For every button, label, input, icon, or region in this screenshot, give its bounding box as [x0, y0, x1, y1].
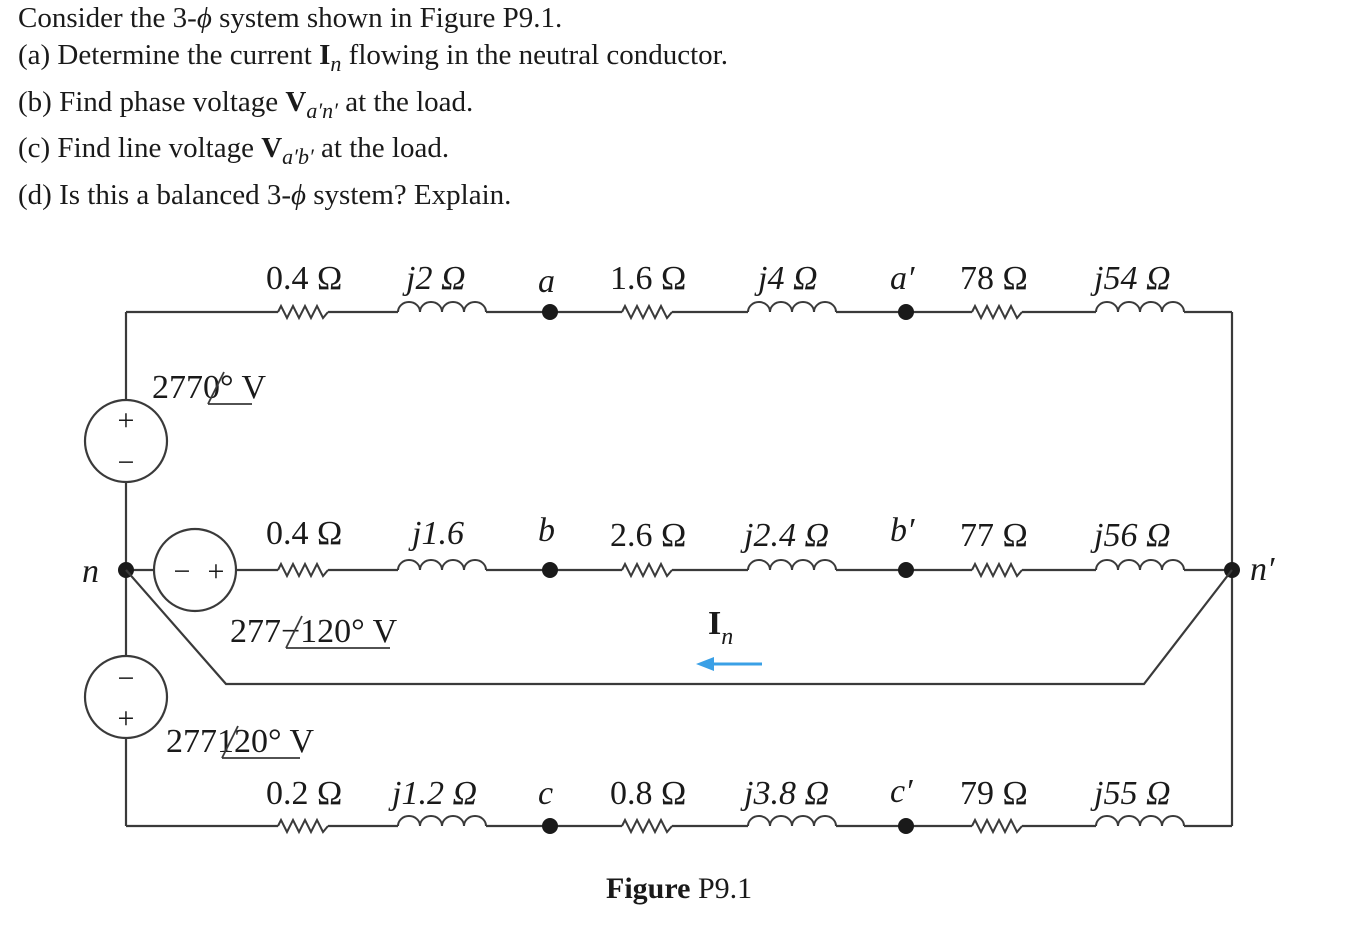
node-c-dot — [542, 818, 558, 834]
node-b-dot — [542, 562, 558, 578]
row-b-line-x-label: j2.4 Ω — [740, 517, 829, 554]
node-a-dot — [542, 304, 558, 320]
row-b-source-r-label: 0.4 Ω — [266, 515, 342, 552]
node-a-prime-dot — [898, 304, 914, 320]
source-c-plus: + — [118, 702, 135, 735]
row-c-line-x-label: j3.8 Ω — [740, 775, 829, 812]
row-a-line-x-label: j4 Ω — [754, 260, 818, 297]
row-b-load-node-label: b′ — [890, 512, 915, 549]
row-a-load-node-label: a′ — [890, 260, 915, 297]
source-c-minus: − — [118, 662, 135, 695]
row-c-load-x-label: j55 Ω — [1090, 775, 1171, 812]
voltage-source-c: − + — [83, 654, 169, 740]
row-a-node-label: a — [538, 263, 555, 300]
row-b-line-r-label: 2.6 Ω — [610, 517, 686, 554]
source-c-voltage-label: 277120° V — [166, 723, 314, 760]
source-a-plus: + — [118, 404, 135, 437]
node-b-prime-dot — [898, 562, 914, 578]
row-b-load-r-label: 77 Ω — [960, 517, 1028, 554]
neutral-current-label: In — [708, 605, 733, 650]
row-a-source-r-label: 0.4 Ω — [266, 260, 342, 297]
row-c-wiring — [126, 815, 1232, 834]
row-b-node-label: b — [538, 512, 555, 549]
row-a-load-x-label: j54 Ω — [1090, 260, 1171, 297]
node-c-prime-dot — [898, 818, 914, 834]
neutral-source-label: n — [82, 553, 99, 590]
row-c-load-r-label: 79 Ω — [960, 775, 1028, 812]
source-b-angle-symbol — [285, 615, 390, 649]
neutral-load-label: n′ — [1250, 551, 1275, 588]
source-c-angle-symbol — [221, 725, 300, 759]
row-c-source-x-label: j1.2 Ω — [388, 775, 477, 812]
problem-part-b: (b) Find phase voltage Va′n′ at the load… — [18, 86, 474, 123]
row-a-load-r-label: 78 Ω — [960, 260, 1028, 297]
row-a-line-r-label: 1.6 Ω — [610, 260, 686, 297]
source-a-angle: 0° — [203, 369, 234, 406]
problem-part-a: (a) Determine the current In flowing in … — [18, 39, 728, 76]
row-c-load-node-label: c′ — [890, 773, 913, 810]
row-c-line-r-label: 0.8 Ω — [610, 775, 686, 812]
voltage-source-b: − + — [126, 527, 238, 613]
source-a-angle-symbol — [207, 371, 252, 405]
voltage-source-a: + − — [83, 398, 169, 484]
neutral-current-arrow — [696, 657, 762, 671]
row-c-node-label: c — [538, 775, 553, 812]
figure-caption: Figure P9.1 — [606, 872, 753, 905]
problem-intro: Consider the 3-ϕ system shown in Figure … — [18, 2, 563, 34]
row-c-source-r-label: 0.2 Ω — [266, 775, 342, 812]
row-a-source-x-label: j2 Ω — [402, 260, 466, 297]
problem-part-d: (d) Is this a balanced 3-ϕ system? Expla… — [18, 179, 512, 211]
source-c-angle: 120° — [217, 723, 282, 760]
row-b-load-x-label: j56 Ω — [1090, 517, 1171, 554]
source-b-minus: − — [174, 555, 191, 588]
source-a-voltage-label: 2770° V — [152, 369, 266, 406]
source-b-plus: + — [208, 555, 225, 588]
row-b-wiring — [118, 559, 1240, 578]
row-b-source-x-label: j1.6 — [408, 515, 464, 552]
neutral-conductor — [125, 569, 1233, 686]
source-b-voltage-label: 277−120° V — [230, 613, 398, 650]
source-a-minus: − — [118, 446, 135, 479]
problem-part-c: (c) Find line voltage Va′b′ at the load. — [18, 132, 450, 169]
